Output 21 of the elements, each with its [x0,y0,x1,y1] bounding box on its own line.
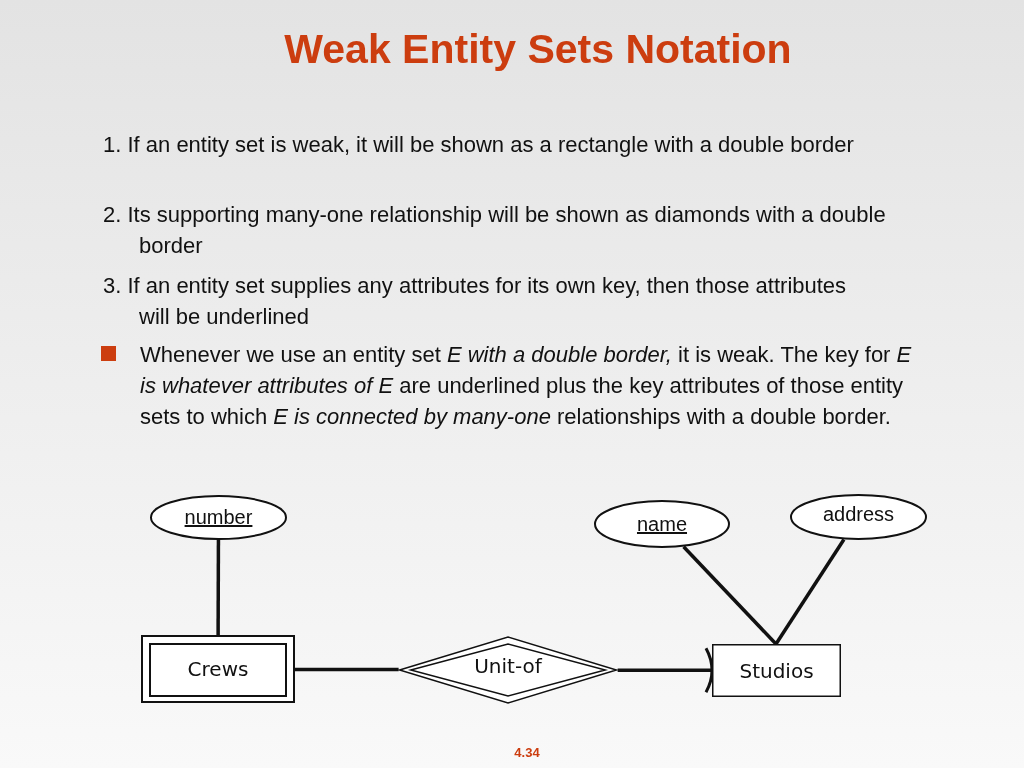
attribute-ellipse [790,494,927,540]
node-label: address [822,502,895,526]
bullet-paragraph: Whenever we use an entity set E with a double border, it is weak. The key for E is whatever attributes of E are underlined plus the key attributes of those entity sets to which E is connected by many-one relationships with a double border. [140,341,913,431]
node-label: Unit-of [474,654,542,678]
node-label: Crews [187,657,249,681]
entity-box [712,644,841,697]
page-number: 4.34 [513,745,541,761]
numbered-item: 2. Its supporting many-one relationship will be shown as diamonds with a double border [103,201,887,260]
attribute-ellipse [594,500,730,548]
relationship-diamond [398,636,618,704]
weak-entity-box [141,635,295,703]
attribute-ellipse [150,495,287,540]
numbered-item: 1. If an entity set is weak, it will be shown as a rectangle with a double border [103,131,855,159]
node-label: number [184,506,253,529]
connector-line [774,538,846,645]
connector-line [216,540,221,635]
slide-title: Weak Entity Sets Notation [283,26,793,73]
node-label: Studios [739,658,814,683]
connector-line [295,667,399,672]
node-label: name [637,512,687,536]
connector-line [682,545,778,646]
